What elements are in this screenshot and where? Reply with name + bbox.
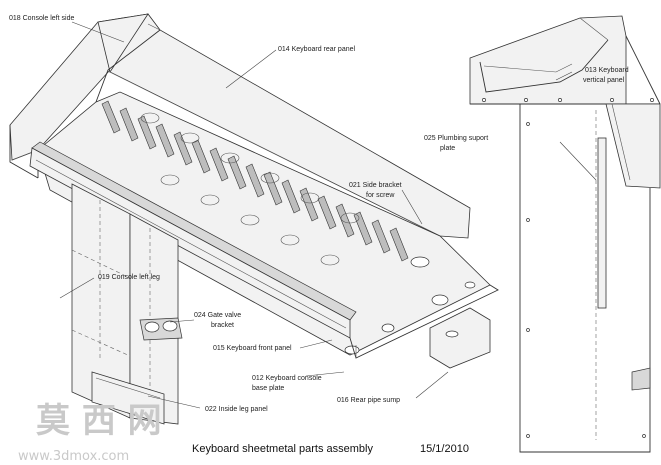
ventilation-slats	[101, 100, 409, 262]
label-console-left-side: 018 Console left side	[9, 15, 74, 22]
pipe-hole	[381, 323, 395, 333]
watermark-logo: 莫 西 网	[36, 401, 162, 441]
label-console-left-leg: 019 Console left leg	[98, 274, 160, 281]
keyboard-front-panel	[29, 141, 357, 339]
label-gate-valve-line1: 024 Gate valve	[194, 312, 241, 319]
part-labels: 018 Console left side 014 Keyboard rear …	[9, 15, 629, 413]
label-console-base-plate-line1: 012 Keyboard console	[252, 375, 322, 382]
keyboard-base-tray	[37, 91, 491, 356]
floor-cutouts	[140, 112, 360, 266]
watermark-url: www.3dmox.com	[18, 449, 129, 464]
console-base-plate-edge	[349, 284, 499, 359]
console-left-leg	[71, 183, 179, 425]
label-keyboard-vertical-panel-line1: 013 Keyboard	[585, 67, 629, 74]
keyboard-rear-panel	[95, 13, 471, 239]
leader-lines	[59, 21, 597, 409]
label-inside-leg-panel: 022 Inside leg panel	[205, 406, 268, 413]
label-console-base-plate-line2: base plate	[252, 385, 284, 392]
rear-pipe-sump-side	[631, 367, 651, 391]
side-view	[469, 15, 661, 453]
label-plumbing-support-line1: 025 Plumbing suport	[424, 135, 488, 142]
inside-leg-panel	[91, 371, 165, 425]
rear-pipe-sump	[429, 307, 491, 369]
label-side-bracket-line1: 021 Side bracket	[349, 182, 402, 189]
label-keyboard-vertical-panel-line2: vertical panel	[583, 77, 625, 84]
pipe-hole	[464, 281, 476, 289]
gate-valve-bracket	[139, 317, 183, 341]
drawing-date: 15/1/2010	[420, 443, 469, 455]
pipe-hole	[344, 345, 360, 355]
label-plumbing-support-line2: plate	[440, 145, 455, 152]
pipe-hole	[431, 294, 449, 306]
label-gate-valve-line2: bracket	[211, 322, 234, 329]
label-side-bracket-line2: for screw	[366, 192, 395, 199]
drawing-title: Keyboard sheetmetal parts assembly	[192, 443, 373, 455]
label-keyboard-rear-panel: 014 Keyboard rear panel	[278, 46, 355, 53]
label-rear-pipe-sump: 016 Rear pipe sump	[337, 397, 400, 404]
label-keyboard-front-panel: 015 Keyboard front panel	[213, 345, 292, 352]
pipe-hole	[410, 256, 430, 268]
plumbing-support-plate	[597, 137, 607, 309]
